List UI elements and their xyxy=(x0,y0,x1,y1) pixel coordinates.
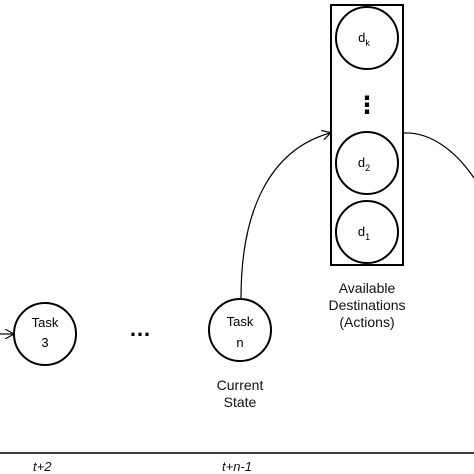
destinations-box xyxy=(330,4,404,266)
task-3-label: Task xyxy=(32,315,59,330)
destination-dk-label: dk xyxy=(358,30,370,48)
destination-d1-label: d1 xyxy=(358,224,370,242)
outgoing-arrow xyxy=(403,132,474,179)
destination-d2-label: d2 xyxy=(358,155,370,173)
timeline-tick-t-plus-2: t+2 xyxy=(33,459,52,474)
available-destinations-label: Available Destinations (Actions) xyxy=(328,280,406,330)
destination-dk-node xyxy=(335,6,399,70)
timeline-tick-t-plus-n-minus-1: t+n-1 xyxy=(222,459,252,474)
current-state-label: Current State xyxy=(216,377,264,410)
task-3-number: 3 xyxy=(41,335,48,350)
task-3-node xyxy=(13,302,77,366)
task-n-label: Task xyxy=(227,314,254,329)
destination-d2-node xyxy=(335,131,399,195)
destination-d1-node xyxy=(335,200,399,264)
destination-ellipsis: ⋮ xyxy=(355,92,379,119)
task-n-node xyxy=(208,298,272,362)
task-n-number: n xyxy=(236,335,243,350)
task-ellipsis: … xyxy=(129,316,151,341)
action-arrow xyxy=(240,133,330,299)
